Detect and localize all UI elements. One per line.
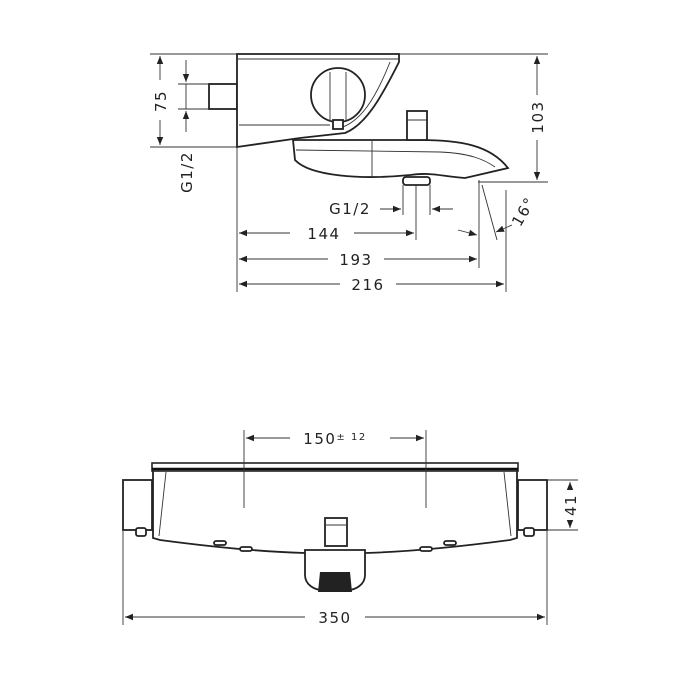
spout (292, 139, 510, 179)
dim-total-depth: 216 (351, 276, 384, 294)
inlet-connector (208, 83, 238, 110)
dim-outlet-distance: 144 (307, 225, 340, 243)
outlet-connector (402, 176, 431, 186)
dim-connection-centres: 150 (303, 430, 336, 448)
diverter-front (324, 517, 348, 547)
left-connector (122, 479, 153, 531)
dim-connection-tolerance: ± 12 (336, 432, 366, 443)
dim-inlet-thread: G1/2 (178, 151, 196, 193)
diverter (406, 110, 428, 141)
dim-total-height: 103 (529, 100, 547, 133)
right-connector (517, 479, 548, 531)
side-view (150, 53, 548, 292)
temperature-knob (310, 67, 366, 123)
dim-spout-reach: 193 (339, 251, 372, 269)
dim-outlet-thread: G1/2 (329, 200, 371, 218)
front-view (122, 462, 548, 592)
dim-inlet-height: 75 (152, 90, 170, 112)
dim-spout-angle: 16° (508, 194, 539, 230)
dim-connection-centres-label: 150± 12 (303, 430, 366, 448)
dim-total-width: 350 (318, 609, 351, 627)
front-view-dimensions: 150± 12 41 350 (122, 430, 580, 627)
dim-body-height: 41 (562, 494, 580, 516)
